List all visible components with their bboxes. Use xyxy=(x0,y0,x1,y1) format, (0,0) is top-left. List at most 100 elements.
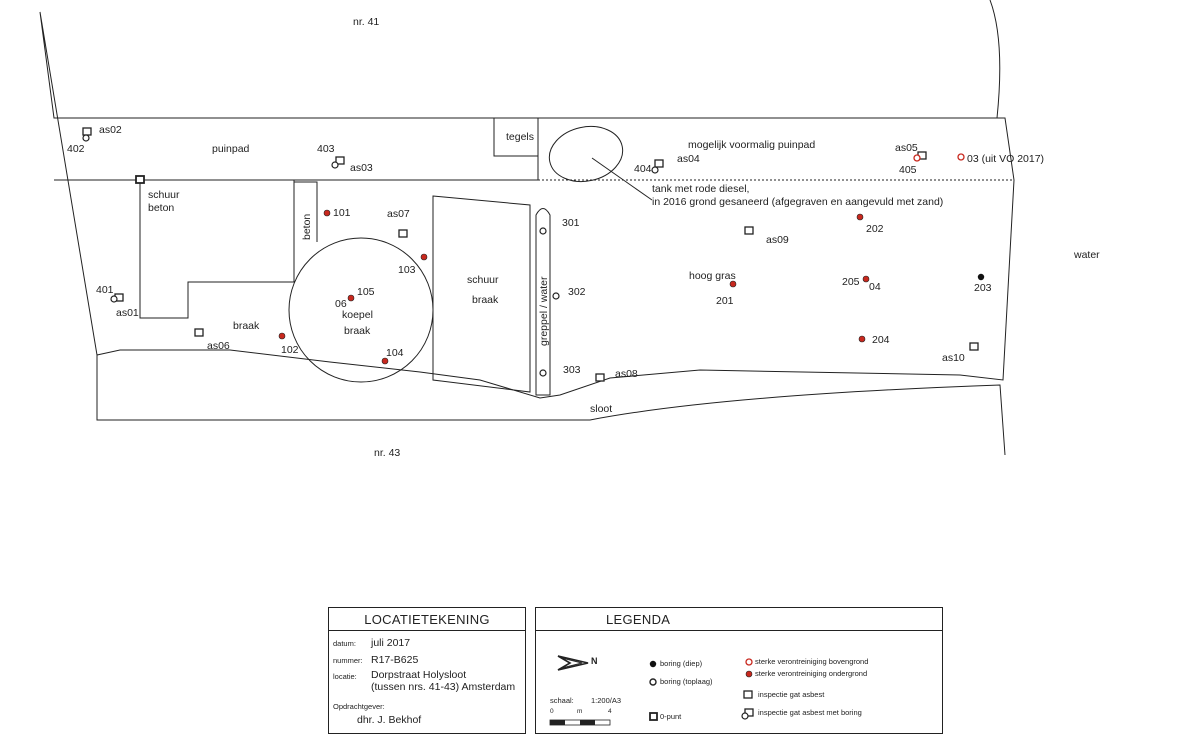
scale-bar xyxy=(549,719,611,726)
label-as07: as07 xyxy=(387,208,410,220)
legend-inspectie-boring-label: inspectie gat asbest met boring xyxy=(758,708,862,717)
boring-404 xyxy=(651,166,659,174)
koepel-label-1: koepel xyxy=(342,309,373,321)
as10-square xyxy=(969,342,979,351)
locatie-label: locatie: xyxy=(333,672,357,681)
legend-sterk-boven-icon xyxy=(745,658,753,666)
legend-sterk-onder-icon xyxy=(745,670,753,678)
hoog-gras-label: hoog gras xyxy=(689,270,736,282)
inspection-squares xyxy=(82,127,979,382)
schuur-braak-label-2: braak xyxy=(472,294,499,306)
nummer-value: R17-B625 xyxy=(371,654,419,666)
nummer-label: nummer: xyxy=(333,656,363,665)
label-303: 303 xyxy=(563,364,581,376)
label-as08: as08 xyxy=(615,368,638,380)
koepel-label-2: braak xyxy=(344,325,371,337)
legend-inspectie-icon xyxy=(743,690,753,699)
puinpad-label: puinpad xyxy=(212,143,250,155)
legend-boring-toplaag-label: boring (toplaag) xyxy=(660,677,713,686)
legenda-box: LEGENDA N schaal: 1:200/A3 0 m 4 boring … xyxy=(535,607,943,734)
label-404: 404 xyxy=(634,163,652,175)
label-as10: as10 xyxy=(942,352,965,364)
legend-nulpunt-icon xyxy=(649,712,658,721)
label-as03: as03 xyxy=(350,162,373,174)
greppel-label: greppel / water xyxy=(538,276,550,346)
scale-label-4: 4 xyxy=(608,708,612,715)
schaal-label: schaal: xyxy=(550,696,574,705)
sloot-label: sloot xyxy=(590,403,612,415)
label-as06: as06 xyxy=(207,340,230,352)
legend-nulpunt-label: 0-punt xyxy=(660,712,682,721)
boring-202 xyxy=(856,213,864,221)
as02-square xyxy=(82,127,92,136)
north-label: N xyxy=(591,656,598,666)
locatie-value-2: (tussen nrs. 41-43) Amsterdam xyxy=(371,681,516,693)
label-06: 06 xyxy=(335,298,347,310)
label-203: 203 xyxy=(974,282,992,294)
label-201: 201 xyxy=(716,295,734,307)
legend-sterk-boven-label: sterke verontreiniging bovengrond xyxy=(755,657,869,666)
label-202: 202 xyxy=(866,223,884,235)
boring-204 xyxy=(858,335,866,343)
boring-102 xyxy=(278,332,286,340)
locatie-title: LOCATIETEKENING xyxy=(364,612,490,627)
boring-402 xyxy=(82,134,90,142)
legend-inspectie-label: inspectie gat asbest xyxy=(758,690,825,699)
label-402: 402 xyxy=(67,143,85,155)
boring-105 xyxy=(347,294,355,302)
boring-203 xyxy=(977,273,985,281)
area-labels: nr. 41 nr. 43 water sloot tegels puinpad… xyxy=(148,16,1100,459)
boring-205 xyxy=(862,275,870,283)
label-301: 301 xyxy=(562,217,580,229)
boring-403 xyxy=(331,161,339,169)
boring-405 xyxy=(913,154,921,162)
scale-label-0: 0 xyxy=(550,708,554,715)
surface-contamination xyxy=(913,153,965,162)
neighbor-bottom-label: nr. 43 xyxy=(374,447,400,459)
label-as09: as09 xyxy=(766,234,789,246)
legenda-divider xyxy=(536,630,942,631)
label-103: 103 xyxy=(398,264,416,276)
schuur-braak-label-1: schuur xyxy=(467,274,499,286)
as04-square xyxy=(654,159,664,168)
boring-302 xyxy=(552,292,560,300)
label-as04: as04 xyxy=(677,153,700,165)
label-405: 405 xyxy=(899,164,917,176)
label-105: 105 xyxy=(357,286,375,298)
locatie-value-1: Dorpstraat Holysloot xyxy=(371,669,467,681)
label-401: 401 xyxy=(96,284,114,296)
opdrachtgever-value: dhr. J. Bekhof xyxy=(357,714,422,726)
beton-label: beton xyxy=(301,214,313,240)
scale-label-m: m xyxy=(577,708,583,715)
as09-square xyxy=(744,226,754,235)
label-302: 302 xyxy=(568,286,586,298)
locatie-box: LOCATIETEKENING datum: juli 2017 nummer:… xyxy=(328,607,526,734)
opdrachtgever-label: Opdrachtgever: xyxy=(333,702,385,711)
locatie-divider xyxy=(329,630,525,631)
label-101: 101 xyxy=(333,207,351,219)
legend-symbols xyxy=(549,655,754,726)
boring-301 xyxy=(539,227,547,235)
contaminated-borings xyxy=(278,209,870,365)
as06-square xyxy=(194,328,204,337)
as03-square xyxy=(335,156,345,165)
legend-boring-toplaag-icon xyxy=(649,678,657,686)
label-as02: as02 xyxy=(99,124,122,136)
boring-101 xyxy=(323,209,331,217)
label-as05: as05 xyxy=(895,142,918,154)
datum-value: juli 2017 xyxy=(371,637,411,649)
datum-label: datum: xyxy=(333,639,356,648)
boring-201 xyxy=(729,280,737,288)
legend-sterk-onder-label: sterke verontreiniging ondergrond xyxy=(755,669,868,678)
schaal-value: 1:200/A3 xyxy=(591,696,622,705)
label-03: 03 (uit VO 2017) xyxy=(967,153,1044,165)
boring-401 xyxy=(110,295,118,303)
nulpunt-square xyxy=(135,175,145,184)
tank-label-1: tank met rode diesel, xyxy=(652,183,749,195)
legenda-title: LEGENDA xyxy=(606,612,671,627)
label-102: 102 xyxy=(281,344,299,356)
boring-303 xyxy=(539,369,547,377)
schuur-beton-label-2: beton xyxy=(148,202,174,214)
mogelijk-puinpad-label: mogelijk voormalig puinpad xyxy=(688,139,815,151)
